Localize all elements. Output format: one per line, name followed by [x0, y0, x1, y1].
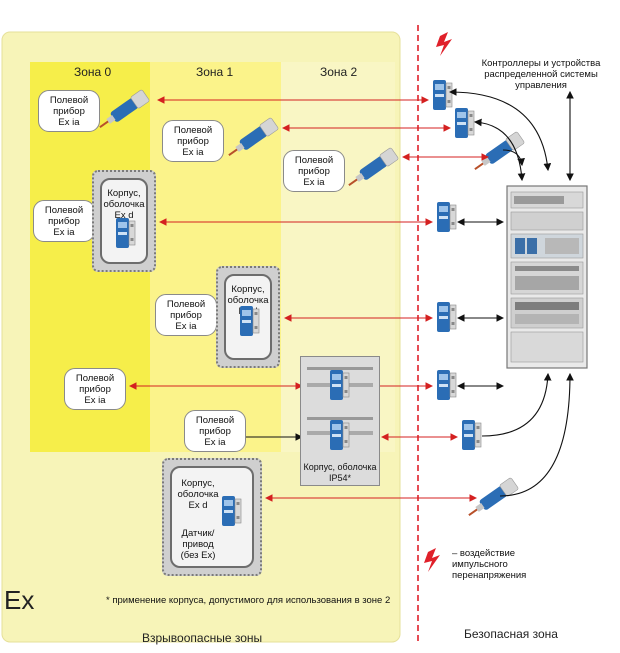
controllers-label: Контроллеры и устройства распределенной … — [481, 58, 601, 91]
ip54-label: Корпус, оболочка IP54* — [303, 462, 377, 483]
enclosure-ip54: Корпус, оболочка IP54* — [300, 356, 380, 486]
isolator-module — [436, 369, 457, 401]
field-device-bubble: Полевой прибор Ex ia — [38, 90, 100, 132]
enclosure-exd: Корпус, оболочка Ex d — [92, 170, 156, 272]
isolator-module — [432, 79, 453, 111]
control-cabinet — [506, 185, 588, 369]
isolator-module — [461, 419, 482, 451]
footnote: * применение корпуса, допустимого для ис… — [106, 595, 391, 606]
zone0-title: Зона 0 — [74, 65, 112, 79]
safe-caption: Безопасная зона — [464, 627, 558, 641]
field-device-bubble: Полевой прибор Ex ia — [33, 200, 95, 242]
field-device-bubble: Полевой прибор Ex ia — [155, 294, 217, 336]
zone2-title: Зона 2 — [320, 65, 358, 79]
isolator-module — [454, 107, 475, 139]
ex-logo: Ex — [4, 585, 35, 615]
sensor-label: Датчик/ привод (без Ex) — [180, 528, 216, 561]
hazardous-caption: Взрывоопасные зоны — [142, 631, 263, 645]
enclosure-exd-sensor: Корпус, оболочка Ex d Датчик/ привод (бе… — [162, 458, 262, 576]
field-device-bubble: Полевой прибор Ex ia — [283, 150, 345, 192]
enclosure-label: Корпус, оболочка Ex d — [177, 478, 219, 511]
isolator-module — [436, 301, 457, 333]
zone1-title: Зона 1 — [196, 65, 234, 79]
enclosure-exd: Корпус, оболочка Ex d — [216, 266, 280, 368]
enclosure-label: Корпус, оболочка Ex d — [103, 188, 145, 221]
probe-icon — [463, 476, 520, 522]
surge-legend: – воздействие импульсного перенапряжения — [452, 548, 527, 581]
field-device-bubble: Полевой прибор Ex ia — [184, 410, 246, 452]
field-device-bubble: Полевой прибор Ex ia — [162, 120, 224, 162]
lightning-icon-legend — [424, 548, 440, 572]
lightning-icon — [436, 32, 452, 56]
enclosure-label: Корпус, оболочка Ex d — [227, 284, 269, 317]
isolator-module — [436, 201, 457, 233]
field-device-bubble: Полевой прибор Ex ia — [64, 368, 126, 410]
